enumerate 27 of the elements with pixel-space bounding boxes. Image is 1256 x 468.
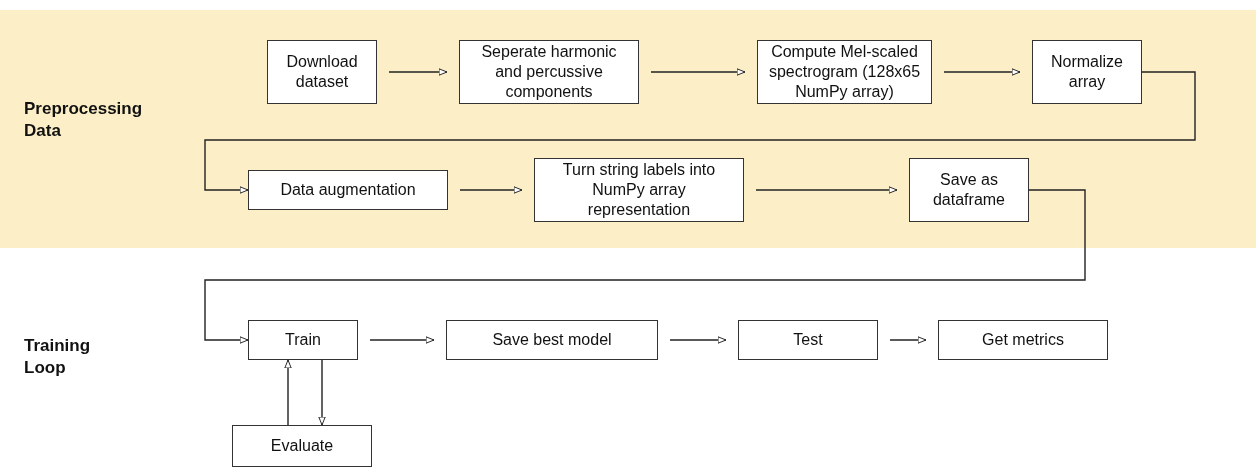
process-box: Save best model (446, 320, 658, 360)
arrow (669, 336, 727, 344)
arrow (755, 186, 898, 194)
process-box: Train (248, 320, 358, 360)
section-title: Training Loop (24, 335, 92, 380)
arrow (369, 336, 435, 344)
arrow (204, 71, 1196, 194)
process-box: Get metrics (938, 320, 1108, 360)
arrow (388, 68, 448, 76)
arrow (284, 359, 292, 426)
section-title: Preprocessing Data (24, 98, 144, 143)
process-box: Compute Mel-scaled spectrogram (128x65 NumPy array) (757, 40, 932, 104)
process-box: Turn string labels into NumPy array representation (534, 158, 744, 222)
arrow (318, 359, 326, 426)
arrow (459, 186, 523, 194)
process-box: Seperate harmonic and percussive components (459, 40, 639, 104)
process-box: Test (738, 320, 878, 360)
arrow (943, 68, 1021, 76)
process-box: Save as dataframe (909, 158, 1029, 222)
process-box: Download dataset (267, 40, 377, 104)
arrow (650, 68, 746, 76)
section-band (0, 10, 1256, 248)
arrow (889, 336, 927, 344)
process-box: Data augmentation (248, 170, 448, 210)
process-box: Evaluate (232, 425, 372, 467)
process-box: Normalize array (1032, 40, 1142, 104)
arrow (204, 189, 1086, 344)
